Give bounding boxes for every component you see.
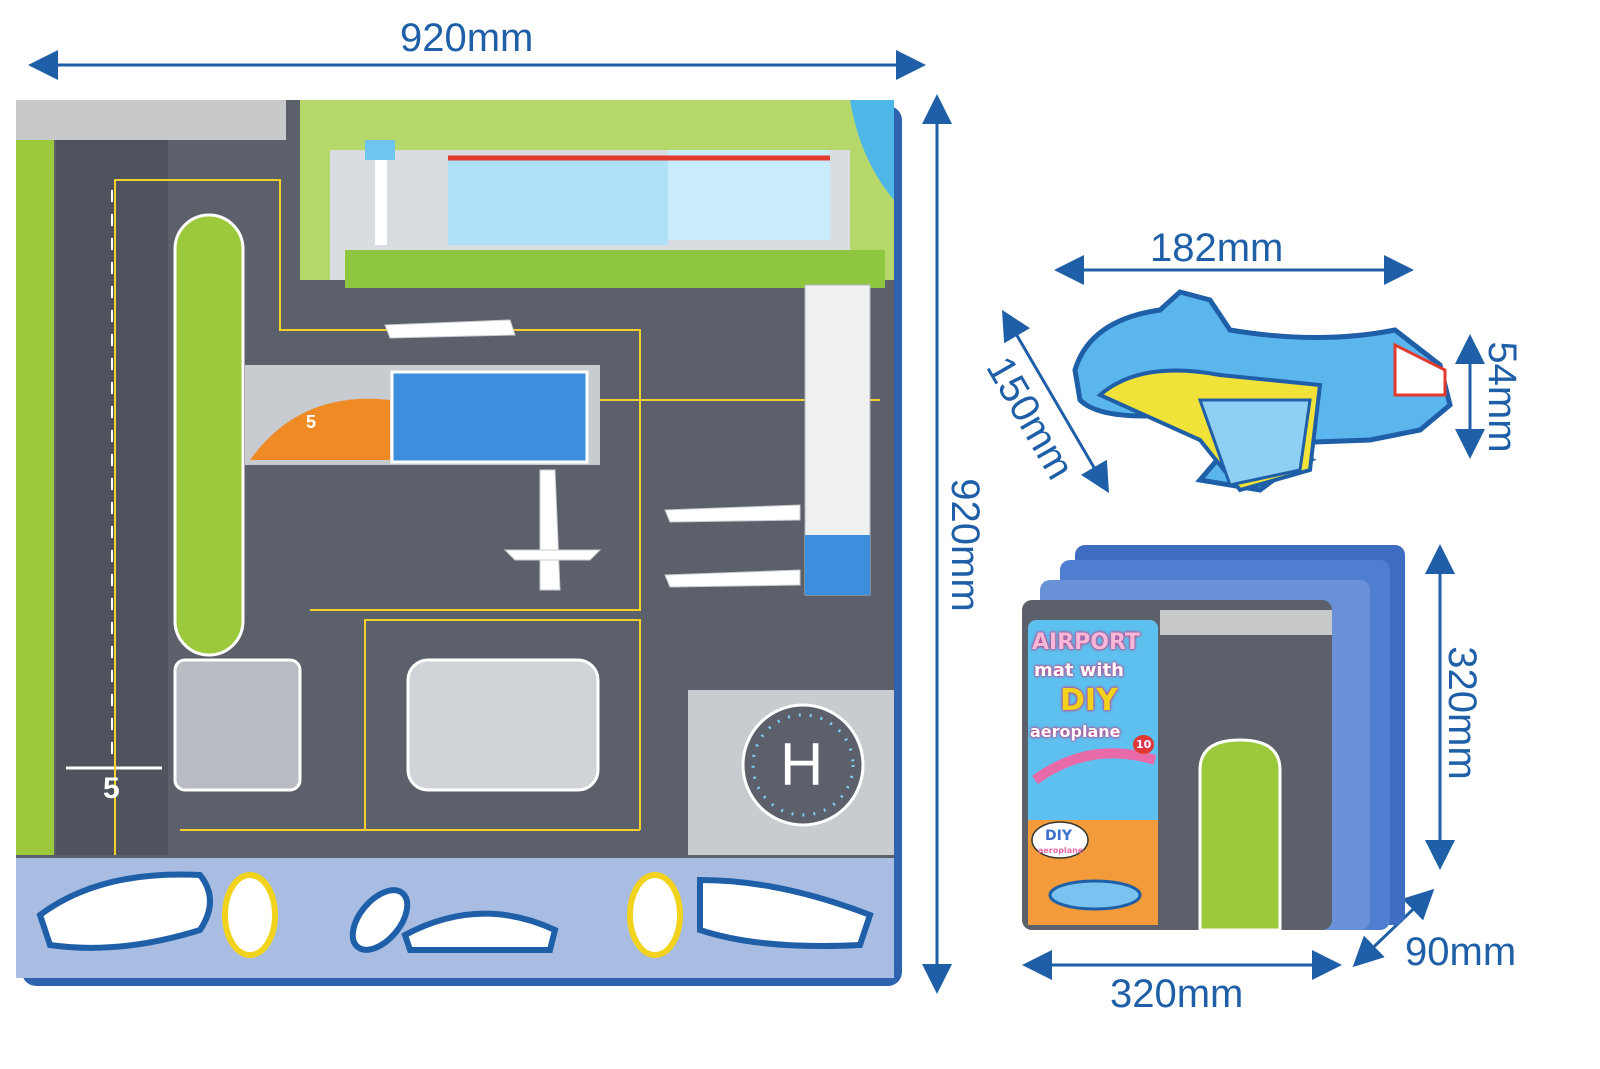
package-title-diy: DIY (1060, 683, 1118, 718)
package-title-aeroplane: aeroplane (1030, 722, 1121, 741)
mat-height-label: 920mm (943, 478, 987, 612)
package-depth-arrow (1352, 888, 1435, 968)
helipad-letter: H (780, 731, 824, 798)
package-depth-label: 90mm (1405, 930, 1517, 974)
package-badge: 10 (1133, 735, 1155, 754)
package-title-airport: AIRPORT (1032, 630, 1140, 655)
bubble-diy: DIY (1045, 828, 1072, 844)
plane-length-label: 182mm (1150, 226, 1284, 270)
plane-depth-arrow (1001, 309, 1110, 494)
package (1022, 545, 1405, 932)
bubble-aeroplane: aeroplane (1038, 846, 1084, 855)
play-mat (16, 100, 902, 986)
diy-aeroplane (1072, 289, 1453, 493)
plane-height-label: 54mm (1480, 341, 1524, 453)
package-title-mat-with: mat with (1034, 660, 1124, 681)
package-width-label: 320mm (1110, 972, 1244, 1016)
dimension-arrows (27, 50, 1485, 994)
package-height-label: 320mm (1440, 646, 1484, 780)
runway-number: 5 (103, 772, 120, 805)
mat-width-label: 920mm (400, 16, 534, 60)
hangar-number: 5 (306, 412, 317, 432)
